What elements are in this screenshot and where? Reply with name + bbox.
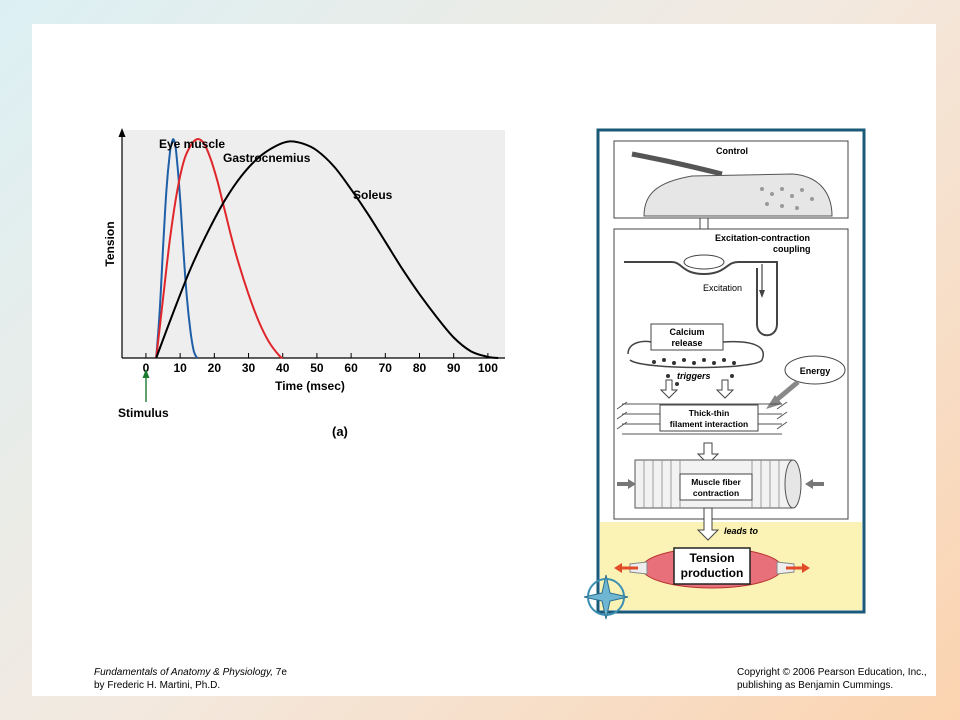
excitation-coupling-label-1: Excitation-contraction (715, 233, 810, 243)
x-tick-label: 90 (447, 361, 461, 375)
x-tick-label: 100 (478, 361, 498, 375)
tendon-right (776, 561, 795, 575)
x-tick-label: 30 (242, 361, 256, 375)
series-line-eye-muscle (155, 138, 199, 359)
tension-label-2: production (681, 566, 744, 580)
book-edition: 7e (272, 667, 287, 678)
copyright-line-2: publishing as Benjamin Cummings. (737, 680, 894, 691)
x-tick-label: 10 (173, 361, 187, 375)
energy-arrow-icon (766, 395, 782, 409)
book-title: Fundamentals of Anatomy & Physiology, (94, 667, 273, 678)
excitation-label: Excitation (703, 283, 742, 293)
muscle-fiber-surface (643, 173, 833, 217)
sarcoplasmic-reticulum (627, 340, 764, 369)
flow-arrow-2 (696, 442, 720, 465)
triggers-arrow-left (659, 379, 679, 399)
fiber-label-2: contraction (693, 488, 739, 498)
excitation-arrow-icon (759, 290, 765, 298)
x-tick-label: 70 (379, 361, 393, 375)
filament-interaction-box (659, 404, 759, 432)
x-tick-label: 60 (344, 361, 358, 375)
x-tick-label: 0 (143, 361, 150, 375)
calcium-release-box (650, 323, 724, 351)
x-tick-group: 0 10 20 30 40 50 60 70 80 90 100 (143, 353, 498, 375)
nerve-axon (631, 151, 723, 177)
x-tick-label: 40 (276, 361, 290, 375)
series-line-soleus (155, 140, 499, 359)
energy-label: Energy (800, 366, 831, 376)
plot-background (122, 130, 505, 358)
x-tick-label: 80 (413, 361, 427, 375)
filament-label-2: filament interaction (670, 419, 748, 429)
neuromuscular-junction-dots (760, 187, 814, 210)
fiber-label-1: Muscle fiber (691, 477, 741, 487)
leads-to-label: leads to (724, 526, 759, 536)
series-label-eye-muscle: Eye muscle (159, 137, 225, 151)
tendon-left (629, 561, 648, 575)
energy-bubble (784, 355, 846, 385)
book-author: by Frederic H. Martini, Ph.D. (94, 680, 221, 691)
series-group (155, 138, 499, 359)
x-axis-label: Time (msec) (275, 379, 345, 393)
twitch-chart: Tension 0 10 20 30 40 50 60 70 80 90 100 Time (mse… (103, 128, 505, 420)
synaptic-vesicle (683, 254, 725, 270)
chart-title: (a) (332, 424, 348, 439)
calcium-label-2: release (671, 338, 702, 348)
footer-left: Fundamentals of Anatomy & Physiology, 7e… (94, 666, 287, 692)
copyright-line-1: Copyright © 2006 Pearson Education, Inc.… (737, 667, 927, 678)
series-label-soleus: Soleus (353, 188, 393, 202)
compression-arrow-left-icon (628, 479, 636, 489)
contraction-flowchart: Control Excitation-contraction coupling … (583, 128, 866, 620)
slide: Tension 0 10 20 30 40 50 60 70 80 90 100 Time (mse… (32, 24, 936, 696)
compass-logo-icon (583, 574, 629, 620)
y-axis-arrow-icon (118, 128, 126, 137)
excitation-coupling-label-2: coupling (773, 244, 811, 254)
calcium-ion-dots (652, 358, 736, 388)
triggers-label: triggers (677, 371, 711, 381)
footer-right: Copyright © 2006 Pearson Education, Inc.… (737, 666, 927, 692)
energy-arrow (772, 380, 800, 404)
series-label-gastrocnemius: Gastrocnemius (223, 151, 311, 165)
pull-arrow-left-icon (614, 563, 622, 573)
fiber-contraction-box (679, 473, 753, 501)
compression-arrow-right-icon (805, 479, 813, 489)
stimulus-label: Stimulus (118, 406, 169, 420)
flow-arrow-3 (696, 507, 720, 541)
calcium-label-1: Calcium (669, 327, 704, 337)
tension-label-1: Tension (689, 551, 734, 565)
sarcolemma-membrane (624, 261, 778, 337)
pull-arrow-right-icon (802, 563, 810, 573)
x-tick-label: 20 (208, 361, 222, 375)
series-line-gastrocnemius (155, 138, 284, 359)
filament-label-1: Thick-thin (689, 408, 730, 418)
triggers-arrow-right (715, 379, 735, 399)
stimulus-arrow-icon (142, 369, 150, 378)
y-axis-label: Tension (103, 221, 117, 266)
x-tick-label: 50 (310, 361, 324, 375)
tension-production-box (673, 547, 751, 585)
control-label: Control (716, 146, 748, 156)
